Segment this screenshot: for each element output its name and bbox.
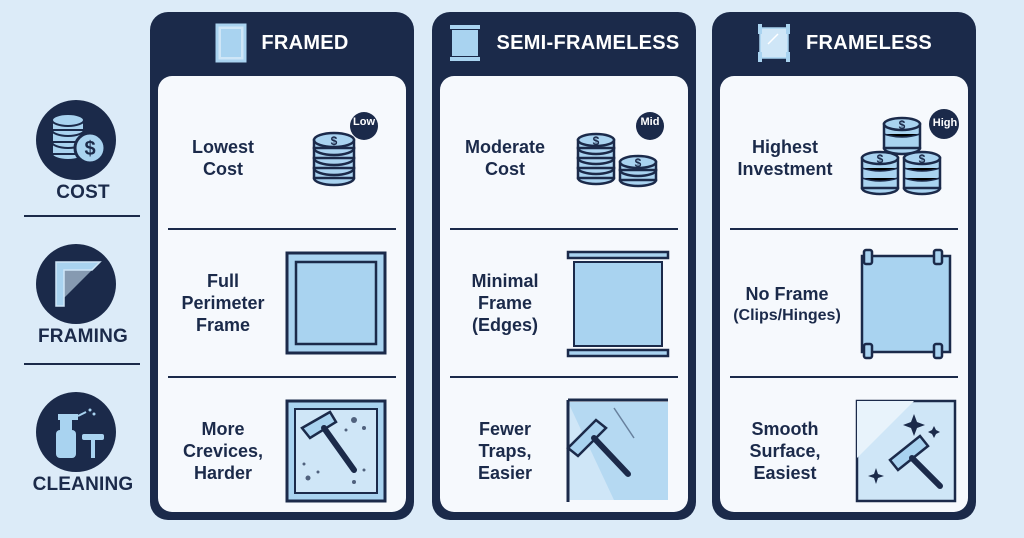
row-label-cost: COST [56,182,110,203]
row-label-framing: FRAMING [37,326,129,347]
edge-frame-icon [564,250,672,358]
svg-text:$: $ [331,134,338,148]
column-title: SEMI-FRAMELESS [496,31,680,54]
svg-text:$: $ [635,156,642,170]
column-title: FRAMED [261,31,349,54]
svg-text:$: $ [899,118,906,132]
coins-icon: $ [28,92,124,188]
cell-divider [730,228,958,230]
column-header: FRAMED [150,12,414,74]
frameless-panel-icon [756,22,792,64]
dirty-glass-squeegee-icon [284,398,388,504]
cell-divider [450,228,678,230]
cost-badge: High [932,117,958,129]
glass-squeegee-icon [564,398,672,504]
sparkle-squeegee-icon [854,398,958,504]
cell-divider [730,376,958,378]
frame-corner-icon [28,236,124,332]
framed-panel-icon [215,23,247,63]
coin-pile-icon: $ $ $ [856,102,960,202]
svg-text:$: $ [919,152,926,166]
clip-glass-icon [856,248,956,360]
spray-squeegee-icon [28,384,124,480]
cell-divider [450,376,678,378]
semi-frame-panel-icon [448,23,482,63]
column-title: FRAMELESS [805,31,933,54]
framing-text: No Frame(Clips/Hinges) [733,284,841,324]
cost-badge: Mid [640,116,660,128]
coin-stack-icon: $ [302,106,392,196]
svg-text:$: $ [84,138,95,160]
column-header: FRAMELESS [712,12,976,74]
cell-divider [168,228,396,230]
coin-stacks-icon: $ $ [566,106,670,196]
cell-divider [168,376,396,378]
row-divider [24,215,140,217]
full-frame-icon [284,250,388,356]
row-label-cleaning: CLEANING [32,474,134,495]
svg-text:$: $ [877,152,884,166]
svg-text:$: $ [593,134,600,148]
row-divider [24,363,140,365]
cost-badge: Low [353,116,375,128]
column-header: SEMI-FRAMELESS [432,12,696,74]
